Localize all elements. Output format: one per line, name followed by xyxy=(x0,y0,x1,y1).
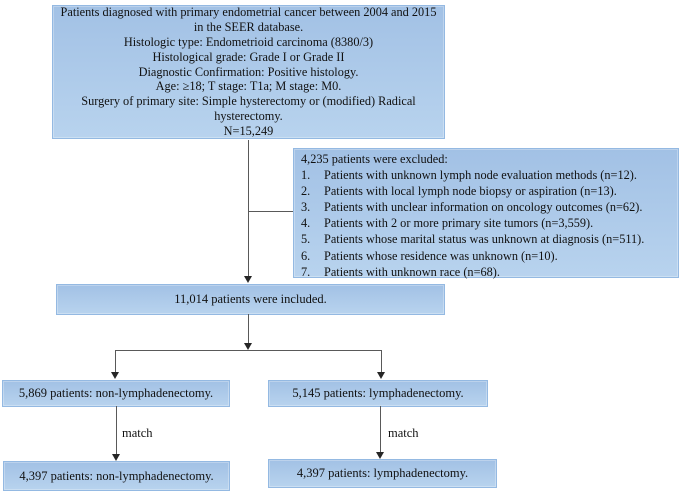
matched-non-lymphadenectomy-text: 4,397 patients: non-lymphadenectomy. xyxy=(19,468,214,483)
eligibility-line: Histologic type: Endometrioid carcinoma … xyxy=(123,35,374,50)
excluded-item-number: 2. xyxy=(301,184,311,199)
arrowhead-split xyxy=(244,343,252,350)
excluded-item-text: Patients whose marital status was unknow… xyxy=(324,232,645,247)
non-lymphadenectomy-box: 5,869 patients: non-lymphadenectomy. xyxy=(2,380,230,407)
eligibility-box: Patients diagnosed with primary endometr… xyxy=(52,5,445,139)
matched-lymphadenectomy-text: 4,397 patients: lymphadenectomy. xyxy=(296,466,469,480)
excluded-item-text: Patients whose residence was unknown (n=… xyxy=(324,248,558,263)
excluded-item: 4. Patients with 2 or more primary site … xyxy=(301,215,674,231)
included-text: 11,014 patients were included. xyxy=(174,292,327,306)
excluded-item-number: 4. xyxy=(301,216,311,231)
arrowhead-lymphadenectomy xyxy=(377,372,385,379)
excluded-item: 7. Patients with unknown race (n=68). xyxy=(301,264,674,280)
eligibility-line: Age: ≥18; T stage: T1a; M stage: M0. xyxy=(155,79,342,94)
excluded-title: 4,235 patients were excluded: xyxy=(301,152,448,166)
excluded-item-text: Patients with unclear information on onc… xyxy=(324,200,643,215)
excluded-item-text: Patients with 2 or more primary site tum… xyxy=(324,216,594,231)
excluded-item-number: 1. xyxy=(301,168,311,183)
lymphadenectomy-text: 5,145 patients: lymphadenectomy. xyxy=(292,386,464,400)
connector-split-to-non-lymphadenectomy xyxy=(115,350,116,373)
eligibility-line: Diagnostic Confirmation: Positive histol… xyxy=(138,64,359,79)
arrowhead-matched-non-lymphadenectomy xyxy=(112,454,120,461)
match-label-left: match xyxy=(122,426,153,440)
excluded-item: 3. Patients with unclear information on … xyxy=(301,199,674,215)
eligibility-line: Surgery of primary site: Simple hysterec… xyxy=(81,94,416,123)
excluded-box: 4,235 patients were excluded: 1. Patient… xyxy=(293,148,679,280)
connector-eligibility-to-included xyxy=(248,140,249,276)
matched-lymphadenectomy-box: 4,397 patients: lymphadenectomy. xyxy=(268,459,497,488)
excluded-item: 2. Patients with local lymph node biopsy… xyxy=(301,183,674,199)
excluded-item-text: Patients with unknown lymph node evaluat… xyxy=(324,168,637,183)
excluded-item-number: 5. xyxy=(301,232,311,247)
lymphadenectomy-box: 5,145 patients: lymphadenectomy. xyxy=(268,380,488,407)
excluded-item-text: Patients with unknown race (n=68). xyxy=(324,264,500,279)
excluded-item-number: 6. xyxy=(301,248,311,263)
excluded-item-number: 7. xyxy=(301,264,311,279)
arrowhead-non-lymphadenectomy xyxy=(111,372,119,379)
excluded-item-number: 3. xyxy=(301,200,311,215)
excluded-item: 6. Patients whose residence was unknown … xyxy=(301,248,674,264)
excluded-item: 1. Patients with unknown lymph node eval… xyxy=(301,167,674,183)
eligibility-line: N=15,249 xyxy=(223,123,274,138)
connector-to-excluded xyxy=(249,211,293,212)
split-horizontal-line xyxy=(115,350,382,351)
non-lymphadenectomy-text: 5,869 patients: non-lymphadenectomy. xyxy=(18,386,214,400)
connector-match-left xyxy=(116,406,117,454)
matched-non-lymphadenectomy-box: 4,397 patients: non-lymphadenectomy. xyxy=(3,461,230,491)
arrowhead-included xyxy=(244,276,252,283)
connector-included-to-split xyxy=(248,314,249,343)
connector-match-right xyxy=(380,406,381,452)
connector-split-to-lymphadenectomy xyxy=(381,350,382,373)
excluded-item: 5. Patients whose marital status was unk… xyxy=(301,231,674,247)
eligibility-line: Patients diagnosed with primary endometr… xyxy=(60,5,437,35)
arrowhead-matched-lymphadenectomy xyxy=(376,452,384,459)
excluded-item-text: Patients with local lymph node biopsy or… xyxy=(324,184,617,199)
eligibility-line: Histological grade: Grade I or Grade II xyxy=(152,49,345,64)
included-box: 11,014 patients were included. xyxy=(56,284,445,315)
match-label-right: match xyxy=(388,426,419,440)
